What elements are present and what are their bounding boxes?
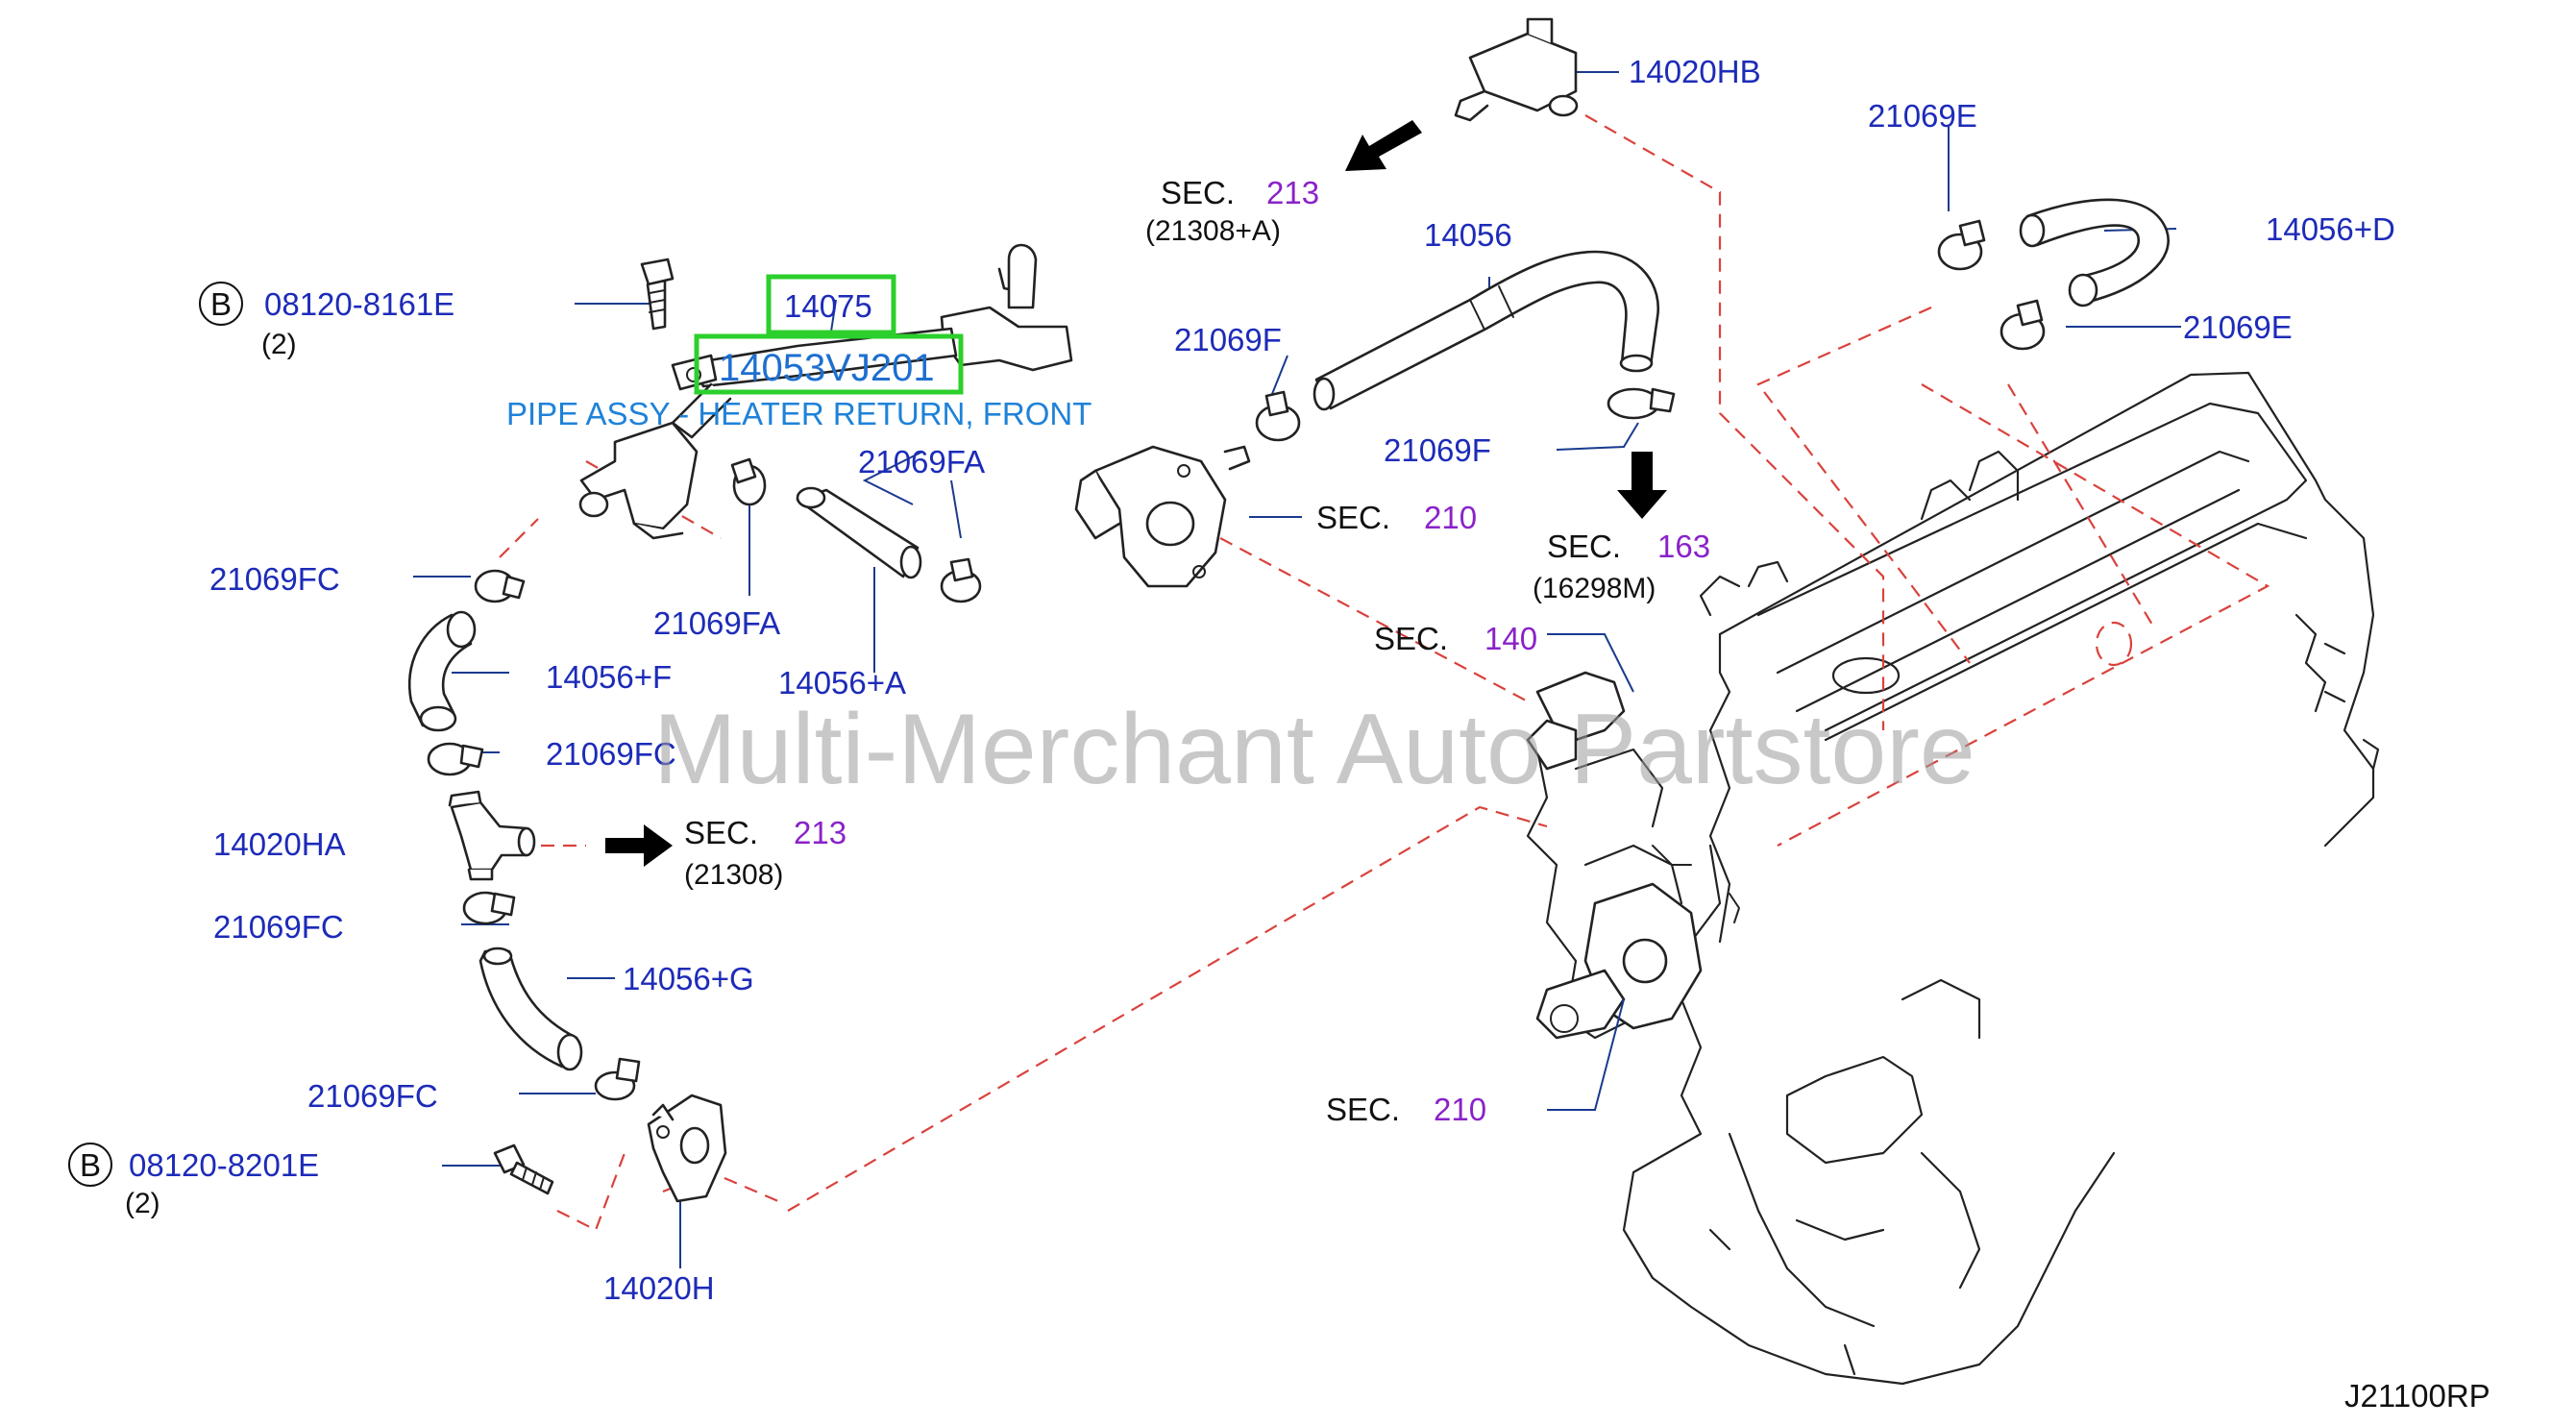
highlight-box-14075 [766, 274, 896, 335]
svg-text:(16298M): (16298M) [1533, 573, 1656, 604]
svg-text:140: 140 [1484, 621, 1537, 656]
label-14056A: 14056+A [778, 665, 906, 701]
svg-text:SEC.: SEC. [1326, 1092, 1400, 1127]
engine-block-drawing [1526, 371, 2380, 1386]
svg-text:213: 213 [1266, 175, 1319, 210]
section-ref-163: SEC. 163 (16298M) [1533, 529, 1710, 604]
label-21069FA-right: 21069FA [858, 444, 985, 479]
section-ref-210-pump: SEC. 210 [1326, 1092, 1486, 1127]
direction-arrows [605, 120, 1667, 867]
highlight-caption: PIPE ASSY - HEATER RETURN, FRONT [506, 396, 1092, 431]
highlight-labels: 14075 14053VJ201 PIPE ASSY - HEATER RETU… [506, 288, 1092, 431]
outlet-housing-sec210-drawing [1074, 445, 1251, 588]
label-14056G: 14056+G [623, 961, 754, 996]
label-14020HB: 14020HB [1629, 54, 1761, 89]
svg-text:SEC.: SEC. [1374, 621, 1448, 656]
svg-text:210: 210 [1434, 1092, 1486, 1127]
bolt-letter-icon: B [80, 1147, 101, 1183]
arrow-to-sec-213-left [605, 824, 673, 867]
clamp-21069FC-3 [462, 891, 516, 925]
label-21069FC-4: 21069FC [307, 1078, 438, 1114]
clamp-21069FA-right [940, 557, 982, 603]
svg-text:(21308+A): (21308+A) [1145, 215, 1281, 247]
clamp-21069FC-2 [427, 742, 484, 776]
highlight-boxes [694, 274, 964, 395]
label-21069FC-1: 21069FC [209, 561, 340, 597]
svg-text:210: 210 [1424, 500, 1477, 535]
svg-text:SEC.: SEC. [1161, 175, 1235, 210]
bolt-qty: (2) [125, 1188, 160, 1219]
bolt-callouts: B 08120-8161E (2) B 08120-8201E (2) [68, 282, 454, 1219]
part-14056G-hose-drawing [478, 947, 583, 1071]
bolt-part-number: 08120-8161E [264, 286, 454, 322]
clamp-21069FC-1 [474, 569, 526, 603]
watermark-text: Multi-Merchant Auto Partstore [653, 694, 1975, 805]
part-labels: 14020HB 21069E 14056+D 21069E 14056 2106… [209, 54, 2395, 1306]
label-14056F: 14056+F [546, 659, 672, 695]
section-ref-210-outlet: SEC. 210 [1316, 500, 1477, 535]
part-14056-hose-drawing [1313, 250, 1660, 411]
part-14056F-hose-drawing [408, 610, 477, 732]
section-ref-140: SEC. 140 [1374, 621, 1537, 656]
part-14020H-drawing [647, 1094, 727, 1203]
routing-dashed-lines [499, 114, 2270, 1232]
section-ref-213-top: SEC. 213 (21308+A) [1145, 175, 1319, 247]
clamp-21069E-bottom [1999, 299, 2046, 351]
label-21069FA-left: 21069FA [653, 605, 780, 641]
part-14056A-hose-drawing [796, 486, 922, 579]
bolt-qty: (2) [261, 329, 297, 360]
label-14020H: 14020H [603, 1270, 715, 1306]
svg-text:SEC.: SEC. [1316, 500, 1390, 535]
label-14056: 14056 [1424, 217, 1512, 253]
section-references: SEC. 213 (21308+A) SEC. 210 SEC. 163 (16… [684, 175, 1710, 1127]
label-14020HA: 14020HA [213, 826, 346, 862]
section-ref-213-left: SEC. 213 (21308) [684, 815, 846, 891]
svg-text:SEC.: SEC. [1547, 529, 1621, 564]
arrow-to-sec-213-top [1345, 120, 1422, 171]
part-14020HB-drawing [1454, 17, 1579, 122]
part-14056D-hose-drawing [2019, 198, 2170, 307]
highlight-part-14075: 14075 [784, 288, 872, 324]
bolt-callout-08120-8161E: B 08120-8161E (2) [199, 282, 454, 360]
label-21069E-bottom: 21069E [2183, 309, 2293, 345]
bolt-08120-8201E-drawing [493, 1143, 554, 1195]
part-14020HA-drawing [448, 790, 536, 881]
bolt-part-number: 08120-8201E [129, 1147, 319, 1183]
bolt-08120-8161E-drawing [640, 258, 675, 331]
part-14053VJ201-pipe-drawing [578, 243, 1073, 540]
bolt-letter-icon: B [210, 286, 232, 322]
clamp-21069FA-left [730, 457, 767, 506]
label-21069FC-3: 21069FC [213, 909, 344, 945]
clamp-21069F-right [1607, 387, 1676, 420]
highlight-box-14053VJ201 [694, 333, 964, 395]
label-21069FC-2: 21069FC [546, 736, 676, 772]
arrow-to-sec-163 [1617, 452, 1667, 519]
clamp-21069E-top [1937, 219, 1986, 271]
diagram-code: J21100RP [2344, 1378, 2490, 1414]
label-21069F-left: 21069F [1174, 322, 1282, 357]
highlight-part-14053VJ201: 14053VJ201 [719, 347, 935, 389]
svg-text:(21308): (21308) [684, 859, 783, 891]
label-21069E-top: 21069E [1868, 98, 1977, 134]
svg-text:163: 163 [1657, 529, 1710, 564]
clamp-21069FC-4 [594, 1057, 641, 1101]
label-21069F-right: 21069F [1384, 432, 1491, 468]
label-14056D: 14056+D [2266, 211, 2395, 247]
clamp-21069F-left [1255, 390, 1301, 442]
bolt-callout-08120-8201E: B 08120-8201E (2) [68, 1143, 319, 1219]
svg-text:SEC.: SEC. [684, 815, 758, 850]
svg-text:213: 213 [794, 815, 846, 850]
